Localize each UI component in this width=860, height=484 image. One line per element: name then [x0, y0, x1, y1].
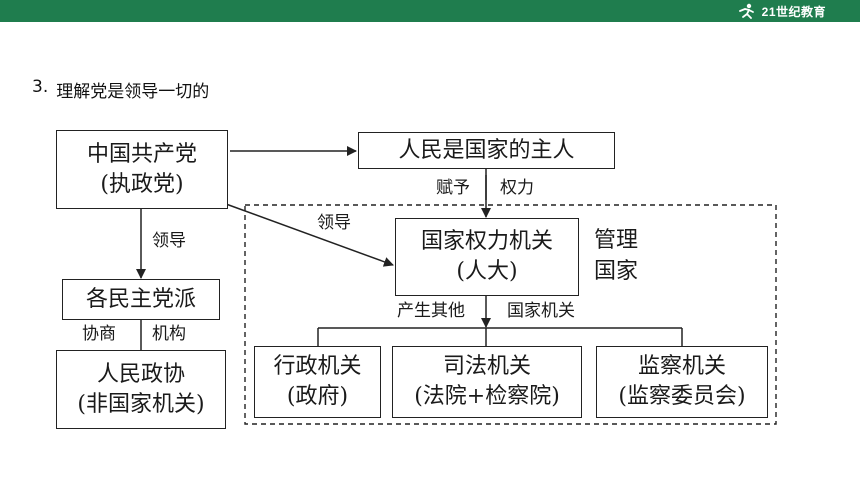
section-heading: 3. 理解党是领导一切的	[32, 77, 209, 102]
node-cppcc-line1: 人民政协	[96, 361, 185, 387]
node-supervisory: 监察机关 (监察委员会)	[596, 346, 768, 418]
heading-number: 3.	[32, 77, 49, 97]
label-manage-line2: 国家	[594, 258, 639, 284]
label-produce-others: 产生其他	[397, 301, 465, 321]
label-lead-vertical: 领导	[152, 231, 186, 251]
label-manage: 管理 国家	[594, 226, 638, 288]
node-judicial-line1: 司法机关	[442, 354, 531, 380]
label-grant: 赋予	[436, 178, 470, 198]
node-judicial: 司法机关 (法院+检察院)	[392, 346, 582, 418]
arrow-party-to-power	[225, 203, 394, 267]
node-supervisory-line2: (监察委员会)	[618, 384, 746, 409]
node-party-line1: 中国共产党	[86, 141, 197, 167]
node-state-power-line1: 国家权力机关	[420, 229, 553, 255]
node-state-power-line2: (人大)	[456, 259, 518, 284]
label-institution: 机构	[152, 324, 186, 344]
node-state-power: 国家权力机关 (人大)	[395, 218, 579, 296]
label-power: 权力	[500, 178, 534, 198]
label-lead-diagonal: 领导	[317, 213, 351, 233]
node-party: 中国共产党 (执政党)	[56, 130, 228, 209]
label-manage-line1: 管理	[594, 228, 639, 253]
node-supervisory-line1: 监察机关	[637, 354, 726, 380]
node-people-master-line1: 人民是国家的主人	[398, 137, 575, 163]
node-democratic-parties-line1: 各民主党派	[85, 286, 196, 312]
runner-logo-icon	[736, 3, 758, 19]
top-banner: 21世纪教育	[0, 0, 860, 22]
label-state-organs: 国家机关	[507, 301, 575, 321]
node-people-master: 人民是国家的主人	[358, 132, 615, 169]
node-judicial-line2: (法院+检察院)	[414, 384, 560, 409]
label-consult: 协商	[82, 324, 116, 344]
node-democratic-parties: 各民主党派	[62, 279, 220, 320]
node-administrative-line1: 行政机关	[273, 354, 362, 380]
node-cppcc: 人民政协 (非国家机关)	[56, 350, 226, 429]
brand-text: 21世纪教育	[761, 4, 826, 19]
brand-logo: 21世纪教育	[736, 2, 826, 20]
heading-text: 理解党是领导一切的	[56, 82, 210, 102]
state-organs-dashed-region	[244, 204, 777, 425]
node-party-line2: (执政党)	[100, 171, 184, 197]
node-administrative: 行政机关 (政府)	[254, 346, 381, 418]
node-cppcc-line2: (非国家机关)	[77, 391, 205, 417]
node-administrative-line2: (政府)	[286, 384, 349, 409]
